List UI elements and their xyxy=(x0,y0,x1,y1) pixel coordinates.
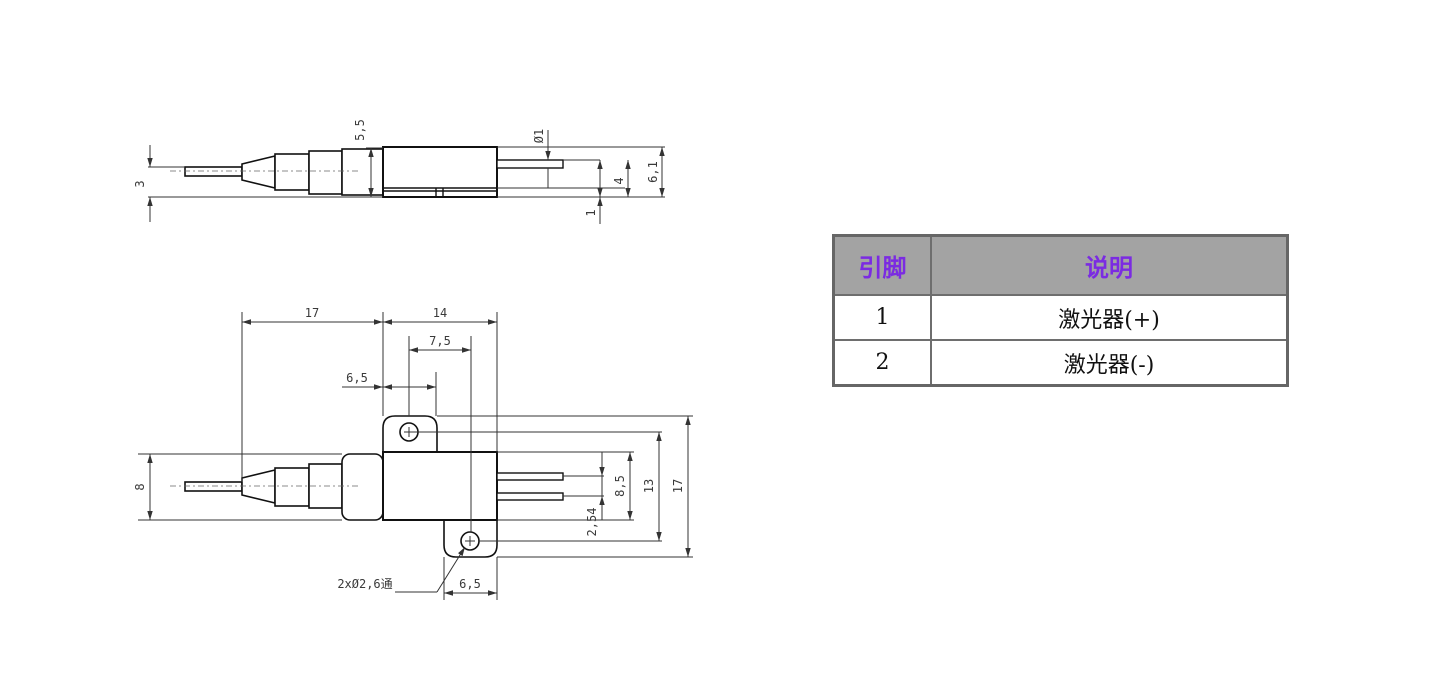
pin-number: 1 xyxy=(832,294,932,341)
dim-fiber-height: 3 xyxy=(133,180,147,187)
top-view: 3 5,5 Ø1 4 6,1 1 xyxy=(133,119,665,224)
dim-hole-note: 2xØ2,6通 xyxy=(337,577,392,591)
dim-tab-offset: 6,5 xyxy=(346,371,368,385)
dim-pin-group: 8,5 xyxy=(613,475,627,497)
dim-base-thickness: 1 xyxy=(584,209,598,216)
dim-pin-diameter: Ø1 xyxy=(532,129,546,143)
front-view: 17 14 7,5 6,5 8 8,5 13 17 2,54 2xØ2,6通 6… xyxy=(133,306,693,600)
dim-pin-span: 7,5 xyxy=(429,334,451,348)
front-view-dimensions: 17 14 7,5 6,5 8 8,5 13 17 2,54 2xØ2,6通 6… xyxy=(133,306,693,600)
dim-sleeve-diameter: 8 xyxy=(133,483,147,490)
top-view-dimensions: 3 5,5 Ø1 4 6,1 1 xyxy=(133,119,665,224)
dim-fiber-length: 17 xyxy=(305,306,319,320)
pin-number: 2 xyxy=(832,339,932,387)
pin-table: 引脚 说明 1 激光器(+) 2 激光器(-) xyxy=(832,234,1289,387)
pin-description: 激光器(+) xyxy=(930,294,1289,341)
dim-mount-height: 13 xyxy=(642,479,656,493)
description-header: 说明 xyxy=(930,234,1289,296)
dim-pin-offset: 4 xyxy=(612,177,626,184)
dim-total-height: 6,1 xyxy=(646,161,660,183)
pin-header: 引脚 xyxy=(832,234,932,296)
dim-pin-pitch: 2,54 xyxy=(585,508,599,537)
dim-overall-height: 17 xyxy=(671,479,685,493)
dim-bottom-tab-offset: 6,5 xyxy=(459,577,481,591)
table-row: 1 激光器(+) xyxy=(832,294,1289,341)
dim-body-height: 5,5 xyxy=(353,119,367,141)
dim-body-length: 14 xyxy=(433,306,447,320)
top-view-outline xyxy=(170,146,564,198)
front-view-outline xyxy=(170,415,564,558)
table-row: 2 激光器(-) xyxy=(832,339,1289,387)
pin-table-header-row: 引脚 说明 xyxy=(832,234,1289,296)
pin-description: 激光器(-) xyxy=(930,339,1289,387)
